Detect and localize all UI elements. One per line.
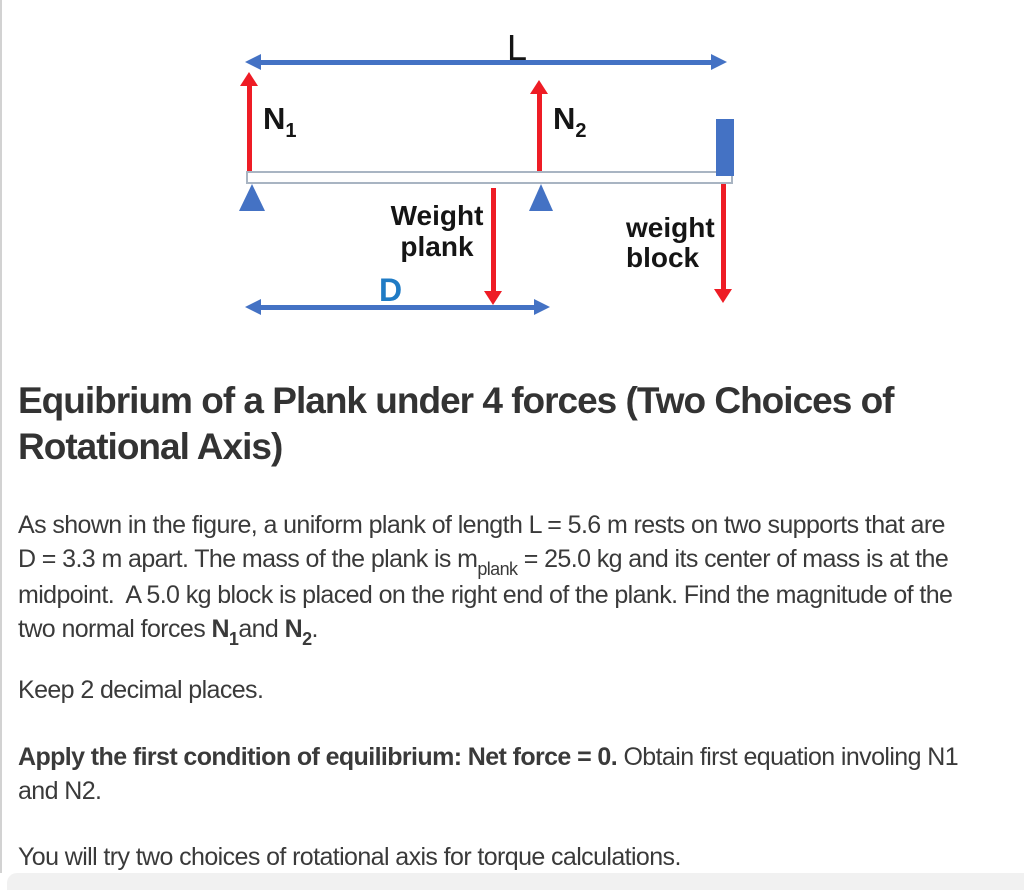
- normal-force-1-arrow: [240, 72, 259, 172]
- right-support-triangle-icon: [529, 184, 553, 211]
- page-title: Equibrium of a Plank under 4 forces (Two…: [18, 380, 895, 467]
- block: [716, 119, 734, 176]
- normal-force-2-label: N2: [553, 101, 587, 142]
- support-distance-arrow: [245, 299, 550, 316]
- arrow-down-head-icon: [714, 289, 732, 303]
- distance-label: D: [379, 272, 403, 308]
- arrow-right-head-icon: [534, 299, 550, 315]
- weight-plank-arrow: [484, 188, 503, 305]
- arrow-down-head-icon: [484, 291, 502, 305]
- length-dimension-arrow: [245, 54, 727, 71]
- arrow-left-head-icon: [245, 299, 261, 315]
- normal-force-2-arrow: [530, 80, 549, 181]
- arrow-left-head-icon: [245, 54, 261, 70]
- instruction-rotational-axis: You will try two choices of rotational a…: [18, 843, 681, 871]
- normal-force-1-label: N1: [263, 101, 297, 142]
- problem-content: Equibrium of a Plank under 4 forces (Two…: [0, 378, 1024, 874]
- page-left-border: [0, 0, 2, 873]
- bottom-panel-edge: [7, 873, 1024, 890]
- arrow-up-head-icon: [240, 72, 258, 86]
- plank: [246, 171, 733, 184]
- weight-block-arrow: [714, 184, 733, 303]
- instruction-first-condition: Apply the first condition of equilibrium…: [18, 743, 959, 805]
- instruction-decimals: Keep 2 decimal places.: [18, 676, 264, 704]
- arrow-up-head-icon: [530, 80, 548, 94]
- problem-statement: As shown in the figure, a uniform plank …: [18, 511, 953, 649]
- left-support-triangle-icon: [239, 184, 265, 211]
- arrow-right-head-icon: [711, 54, 727, 70]
- length-label: L: [507, 27, 528, 68]
